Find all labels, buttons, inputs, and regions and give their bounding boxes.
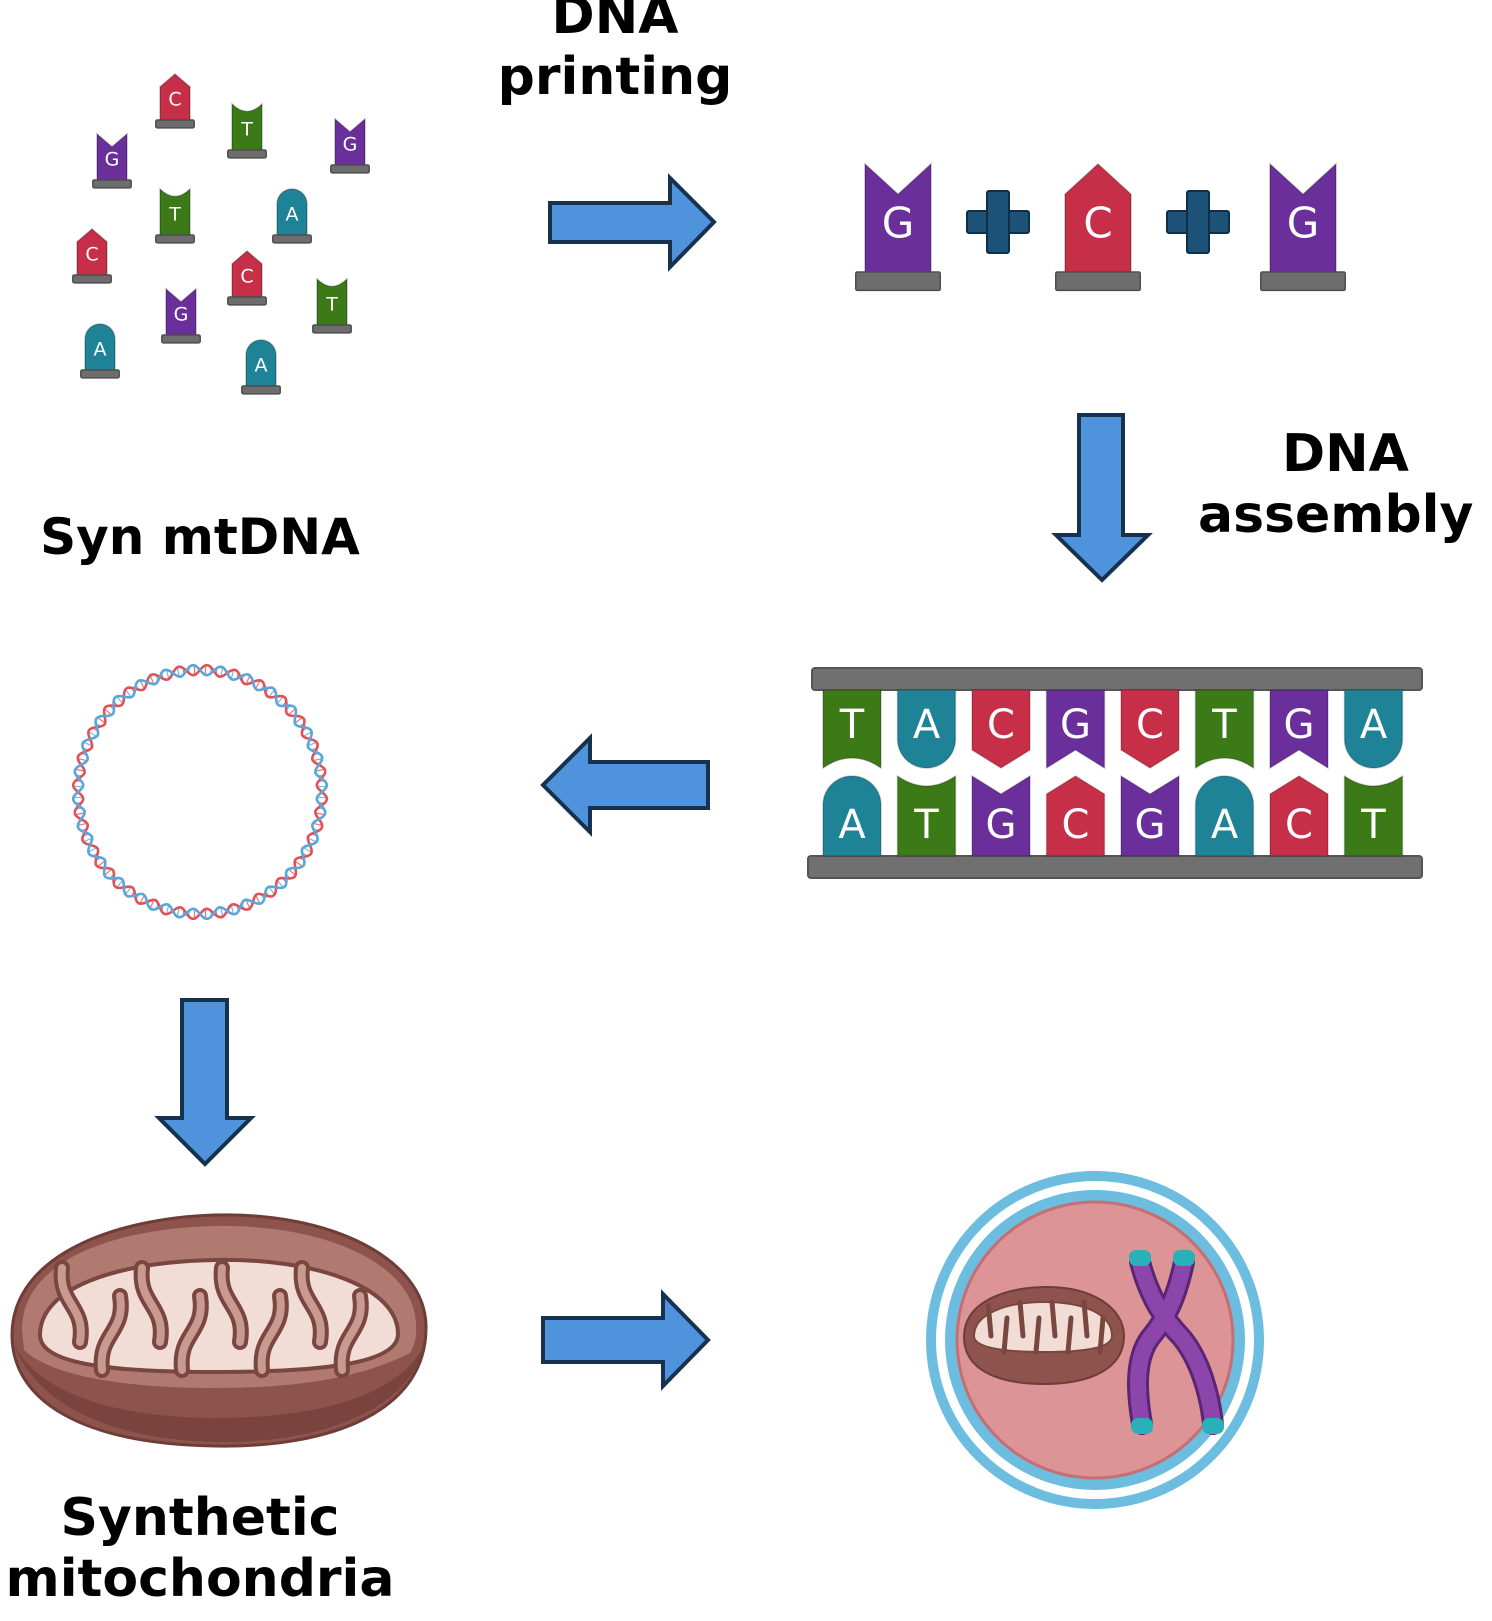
bottom-strand-base-2: G	[972, 776, 1030, 856]
top-strand-letter: T	[839, 702, 865, 748]
top-strand-base-1: A	[898, 690, 956, 768]
scattered-nucleotide-2: G	[93, 134, 131, 188]
dna-assembly-label: DNA assembly	[1198, 424, 1492, 547]
synthetic-mitochondrion	[12, 1215, 426, 1446]
bottom-backbone	[808, 856, 1422, 878]
bottom-strand-letter: C	[1285, 802, 1313, 848]
top-strand-base-7: A	[1345, 690, 1403, 768]
printed-nucleotide-2: G	[1261, 164, 1345, 290]
top-strand-base-0: T	[823, 690, 881, 768]
bottom-strand-letter: A	[838, 802, 866, 848]
scattered-nucleotide-letter: T	[240, 118, 253, 140]
scattered-nucleotide-11: A	[242, 340, 280, 394]
top-strand-letter: A	[913, 702, 941, 748]
scattered-nucleotide-4: T	[156, 189, 194, 243]
scattered-nucleotide-letter: C	[85, 243, 98, 265]
bottom-strand-letter: T	[1360, 802, 1386, 848]
top-strand-letter: G	[1284, 702, 1315, 748]
top-backbone	[812, 668, 1422, 690]
dna-printing-label: DNA printing	[470, 0, 760, 109]
scattered-nucleotide-letter: A	[94, 338, 107, 360]
scattered-nucleotide-letter: C	[240, 265, 253, 287]
bottom-strand-letter: T	[913, 802, 939, 848]
recipient-cell	[931, 1176, 1259, 1504]
scattered-nucleotide-1: T	[228, 104, 266, 158]
helix-strand-red	[73, 665, 327, 919]
scattered-nucleotides: C T G G T A C C G T A A	[73, 74, 369, 394]
synthetic-mitochondria-label: Synthetic mitochondria	[0, 1488, 400, 1611]
bottom-strand-letter: A	[1211, 802, 1239, 848]
scattered-nucleotide-0: C	[156, 74, 194, 128]
bottom-strand-base-5: A	[1196, 776, 1254, 856]
top-strand-letter: G	[1060, 702, 1091, 748]
scattered-nucleotide-5: A	[273, 189, 311, 243]
top-strand-base-3: G	[1047, 690, 1105, 768]
printed-nucleotide-letter: G	[882, 198, 915, 247]
chromosome-tip-top-left	[1129, 1250, 1151, 1266]
scattered-nucleotide-9: T	[313, 279, 351, 333]
bottom-strand-base-6: C	[1270, 776, 1328, 856]
scattered-nucleotide-6: C	[73, 229, 111, 283]
top-strand-letter: T	[1211, 702, 1237, 748]
printed-nucleotide-0: G	[856, 164, 940, 290]
dna-printing-label-line-1: DNA	[470, 0, 760, 47]
chromosome-tip-top-right	[1173, 1250, 1195, 1266]
top-strand-letter: C	[987, 702, 1015, 748]
scattered-nucleotide-letter: G	[174, 303, 189, 325]
printed-nucleotide-letter: G	[1287, 198, 1320, 247]
scattered-nucleotide-7: C	[228, 251, 266, 305]
top-strand-letter: C	[1136, 702, 1164, 748]
bottom-strand-base-1: T	[898, 776, 956, 856]
top-strand-letter: A	[1360, 702, 1388, 748]
printed-nucleotide-letter: C	[1083, 198, 1112, 247]
scattered-nucleotide-letter: G	[105, 148, 120, 170]
arrow-right-to-cell	[543, 1294, 708, 1386]
top-strand-base-6: G	[1270, 690, 1328, 768]
dna-assembly-label-line-2: assembly	[1198, 485, 1492, 546]
bottom-strand-letter: G	[1135, 802, 1166, 848]
dna-printing-label-line-2: printing	[470, 47, 760, 108]
arrow-down-dna-assembly	[1056, 415, 1148, 580]
plus-icon-1	[1167, 191, 1229, 253]
dna-assembly-label-line-1: DNA	[1198, 424, 1492, 485]
bottom-strand-base-3: C	[1047, 776, 1105, 856]
synthetic-mitochondria-label-line-2: mitochondria	[0, 1549, 400, 1610]
bottom-strand-base-4: G	[1121, 776, 1179, 856]
printed-nucleotide-1: C	[1056, 164, 1140, 290]
scattered-nucleotide-letter: T	[325, 293, 338, 315]
bottom-strand-base-0: A	[823, 776, 881, 856]
scattered-nucleotide-8: G	[162, 289, 200, 343]
helix-rungs	[73, 665, 326, 918]
scattered-nucleotide-letter: C	[168, 88, 181, 110]
scattered-nucleotide-3: G	[331, 119, 369, 173]
top-strand-base-5: T	[1196, 690, 1254, 768]
scattered-nucleotide-letter: G	[343, 133, 358, 155]
bottom-strand-letter: C	[1062, 802, 1090, 848]
top-strand-base-2: C	[972, 690, 1030, 768]
bottom-strand-letter: G	[986, 802, 1017, 848]
scattered-nucleotide-letter: T	[168, 203, 181, 225]
chromosome-tip-bottom-left	[1131, 1418, 1153, 1434]
syn-mtdna-label: Syn mtDNA	[20, 508, 380, 567]
chromosome-tip-bottom-right	[1202, 1418, 1224, 1434]
bottom-strand-base-7: T	[1345, 776, 1403, 856]
plus-icon-0	[967, 191, 1029, 253]
arrow-left-to-mtdna	[543, 738, 708, 832]
synthetic-mitochondria-label-line-1: Synthetic	[0, 1488, 400, 1549]
arrow-down-to-mitochondria	[159, 1000, 251, 1164]
top-strand-base-4: C	[1121, 690, 1179, 768]
arrow-right-dna-printing	[550, 178, 714, 267]
cell-mitochondrion	[964, 1287, 1124, 1384]
circular-mtdna	[73, 665, 327, 919]
scattered-nucleotide-letter: A	[255, 354, 268, 376]
helix-strand-blue	[73, 665, 327, 919]
scattered-nucleotide-letter: A	[286, 203, 299, 225]
scattered-nucleotide-10: A	[81, 324, 119, 378]
